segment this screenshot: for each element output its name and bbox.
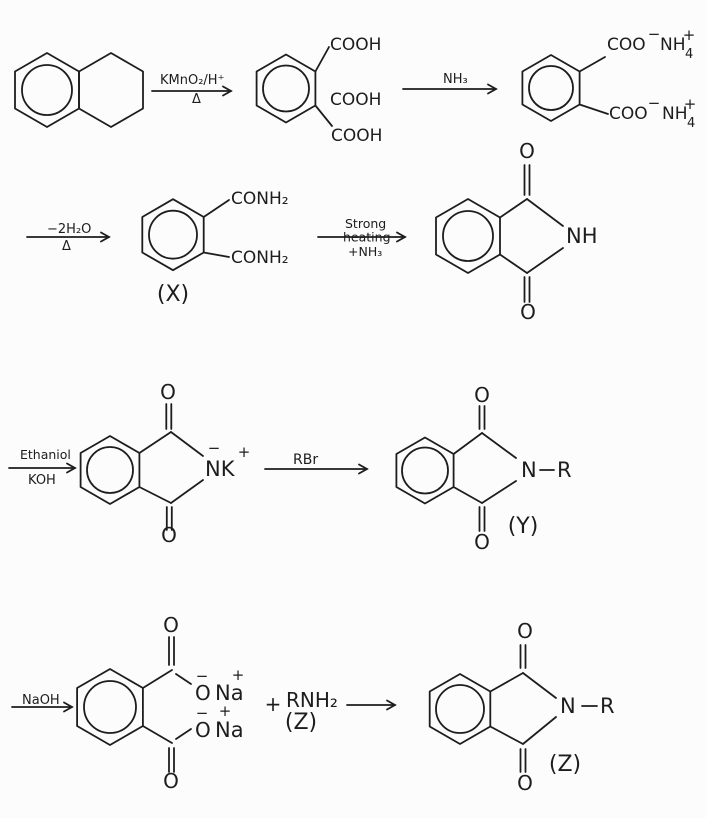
plus-charge: + [232, 666, 245, 684]
naoh-arrow: NaOH [11, 693, 74, 713]
plus-charge: + [219, 702, 232, 720]
minus-charge: − [196, 667, 209, 685]
n-alkyl-phthalimide-z-structure: O O N R (Z) [428, 619, 615, 795]
cooh-label-bottom: COOH [331, 126, 382, 146]
plus-charge: + [684, 95, 697, 113]
minus-charge: − [648, 25, 661, 43]
plus-charge: + [683, 26, 696, 44]
dehydration-reagent-label: −2H₂O [47, 222, 91, 237]
nh-label-top: NH [660, 35, 686, 55]
sodium-atom-label: Na [215, 681, 244, 705]
compound-x-label: (X) [157, 282, 189, 307]
oxygen-atom-label: O [163, 769, 179, 793]
conh2-label-bottom: CONH₂ [231, 248, 289, 268]
rbr-reagent-label: RBr [293, 452, 318, 468]
r-group-label: R [600, 694, 615, 718]
oxygen-atom-label: O [163, 613, 179, 637]
disodium-phthalate-structure: O O − Na + O − Na + O [76, 613, 245, 793]
dehydration-arrow: −2H₂O Δ [26, 222, 111, 254]
tetralin-structure [14, 52, 144, 128]
ethanol-koh-arrow: Ethaniol KOH [8, 447, 77, 488]
plus-amine-group: + RNH₂ (Z) [265, 688, 338, 735]
phthalimide-structure: O O NH [435, 139, 598, 324]
compound-z-reagent-label: (Z) [285, 710, 317, 735]
heating-label-line3: +NH₃ [348, 244, 382, 259]
rbr-arrow: RBr [264, 452, 369, 475]
sodium-atom-label: Na [215, 718, 244, 742]
condensation-arrow [346, 699, 397, 711]
plus-charge: + [238, 443, 251, 461]
nitrogen-atom-label: N [521, 458, 537, 482]
ammonia-reagent-label: NH₃ [443, 72, 468, 87]
heating-label-line1: Strong [345, 216, 386, 231]
oxygen-anion-label: O [195, 718, 211, 742]
plus-sign: + [265, 692, 282, 716]
minus-charge: − [648, 94, 661, 112]
cooh-label-top: COOH [330, 35, 381, 55]
oxygen-atom-label: O [474, 530, 490, 554]
strong-heating-arrow: Strong heating +NH₃ [317, 216, 407, 259]
diammonium-phthalate-structure: COO − NH 4 + COO − NH 4 + [521, 25, 697, 131]
minus-charge: − [196, 704, 209, 722]
phthalamide-structure: CONH₂ CONH₂ (X) [141, 189, 289, 307]
oxygen-atom-label: O [519, 139, 535, 163]
compound-z-product-label: (Z) [549, 752, 581, 777]
oxygen-atom-label: O [517, 619, 533, 643]
nk-atom-label: NK [205, 457, 236, 481]
oxygen-atom-label: O [160, 380, 176, 404]
compound-y-label: (Y) [508, 514, 539, 539]
r-group-label: R [557, 458, 572, 482]
n-alkyl-phthalimide-y-structure: O O N R (Y) [395, 383, 572, 554]
nh-label-bottom: NH [662, 104, 688, 124]
subscript-four: 4 [687, 116, 695, 131]
subscript-four: 4 [685, 47, 693, 62]
benzene-tricarboxylic-structure: COOH COOH COOH [255, 35, 382, 146]
potassium-phthalimide-structure: O O NK − + [79, 380, 251, 547]
minus-charge: − [208, 439, 221, 457]
oxidation-arrow: KMnO₂/H⁺ Δ [151, 73, 233, 107]
cooh-label-middle: COOH [330, 90, 381, 110]
ammonia-arrow: NH₃ [402, 72, 498, 95]
koh-label: KOH [28, 473, 56, 488]
oxidation-reagent-label: KMnO₂/H⁺ [160, 73, 224, 88]
conh2-label-top: CONH₂ [231, 189, 289, 209]
coo-label-top: COO [607, 35, 646, 55]
oxygen-atom-label: O [474, 383, 490, 407]
coo-label-bottom: COO [609, 104, 648, 124]
delta-label: Δ [192, 92, 201, 107]
naoh-reagent-label: NaOH [22, 693, 60, 708]
oxygen-atom-label: O [517, 771, 533, 795]
amine-formula-label: RNH₂ [286, 688, 338, 712]
oxygen-atom-label: O [161, 523, 177, 547]
delta-label: Δ [62, 239, 71, 254]
oxygen-atom-label: O [520, 300, 536, 324]
nitrogen-atom-label: N [560, 694, 576, 718]
oxygen-anion-label: O [195, 681, 211, 705]
ethanol-reagent-label: Ethaniol [20, 447, 71, 462]
nh-atom-label: NH [566, 224, 598, 248]
heating-label-line2: heating [343, 230, 391, 245]
